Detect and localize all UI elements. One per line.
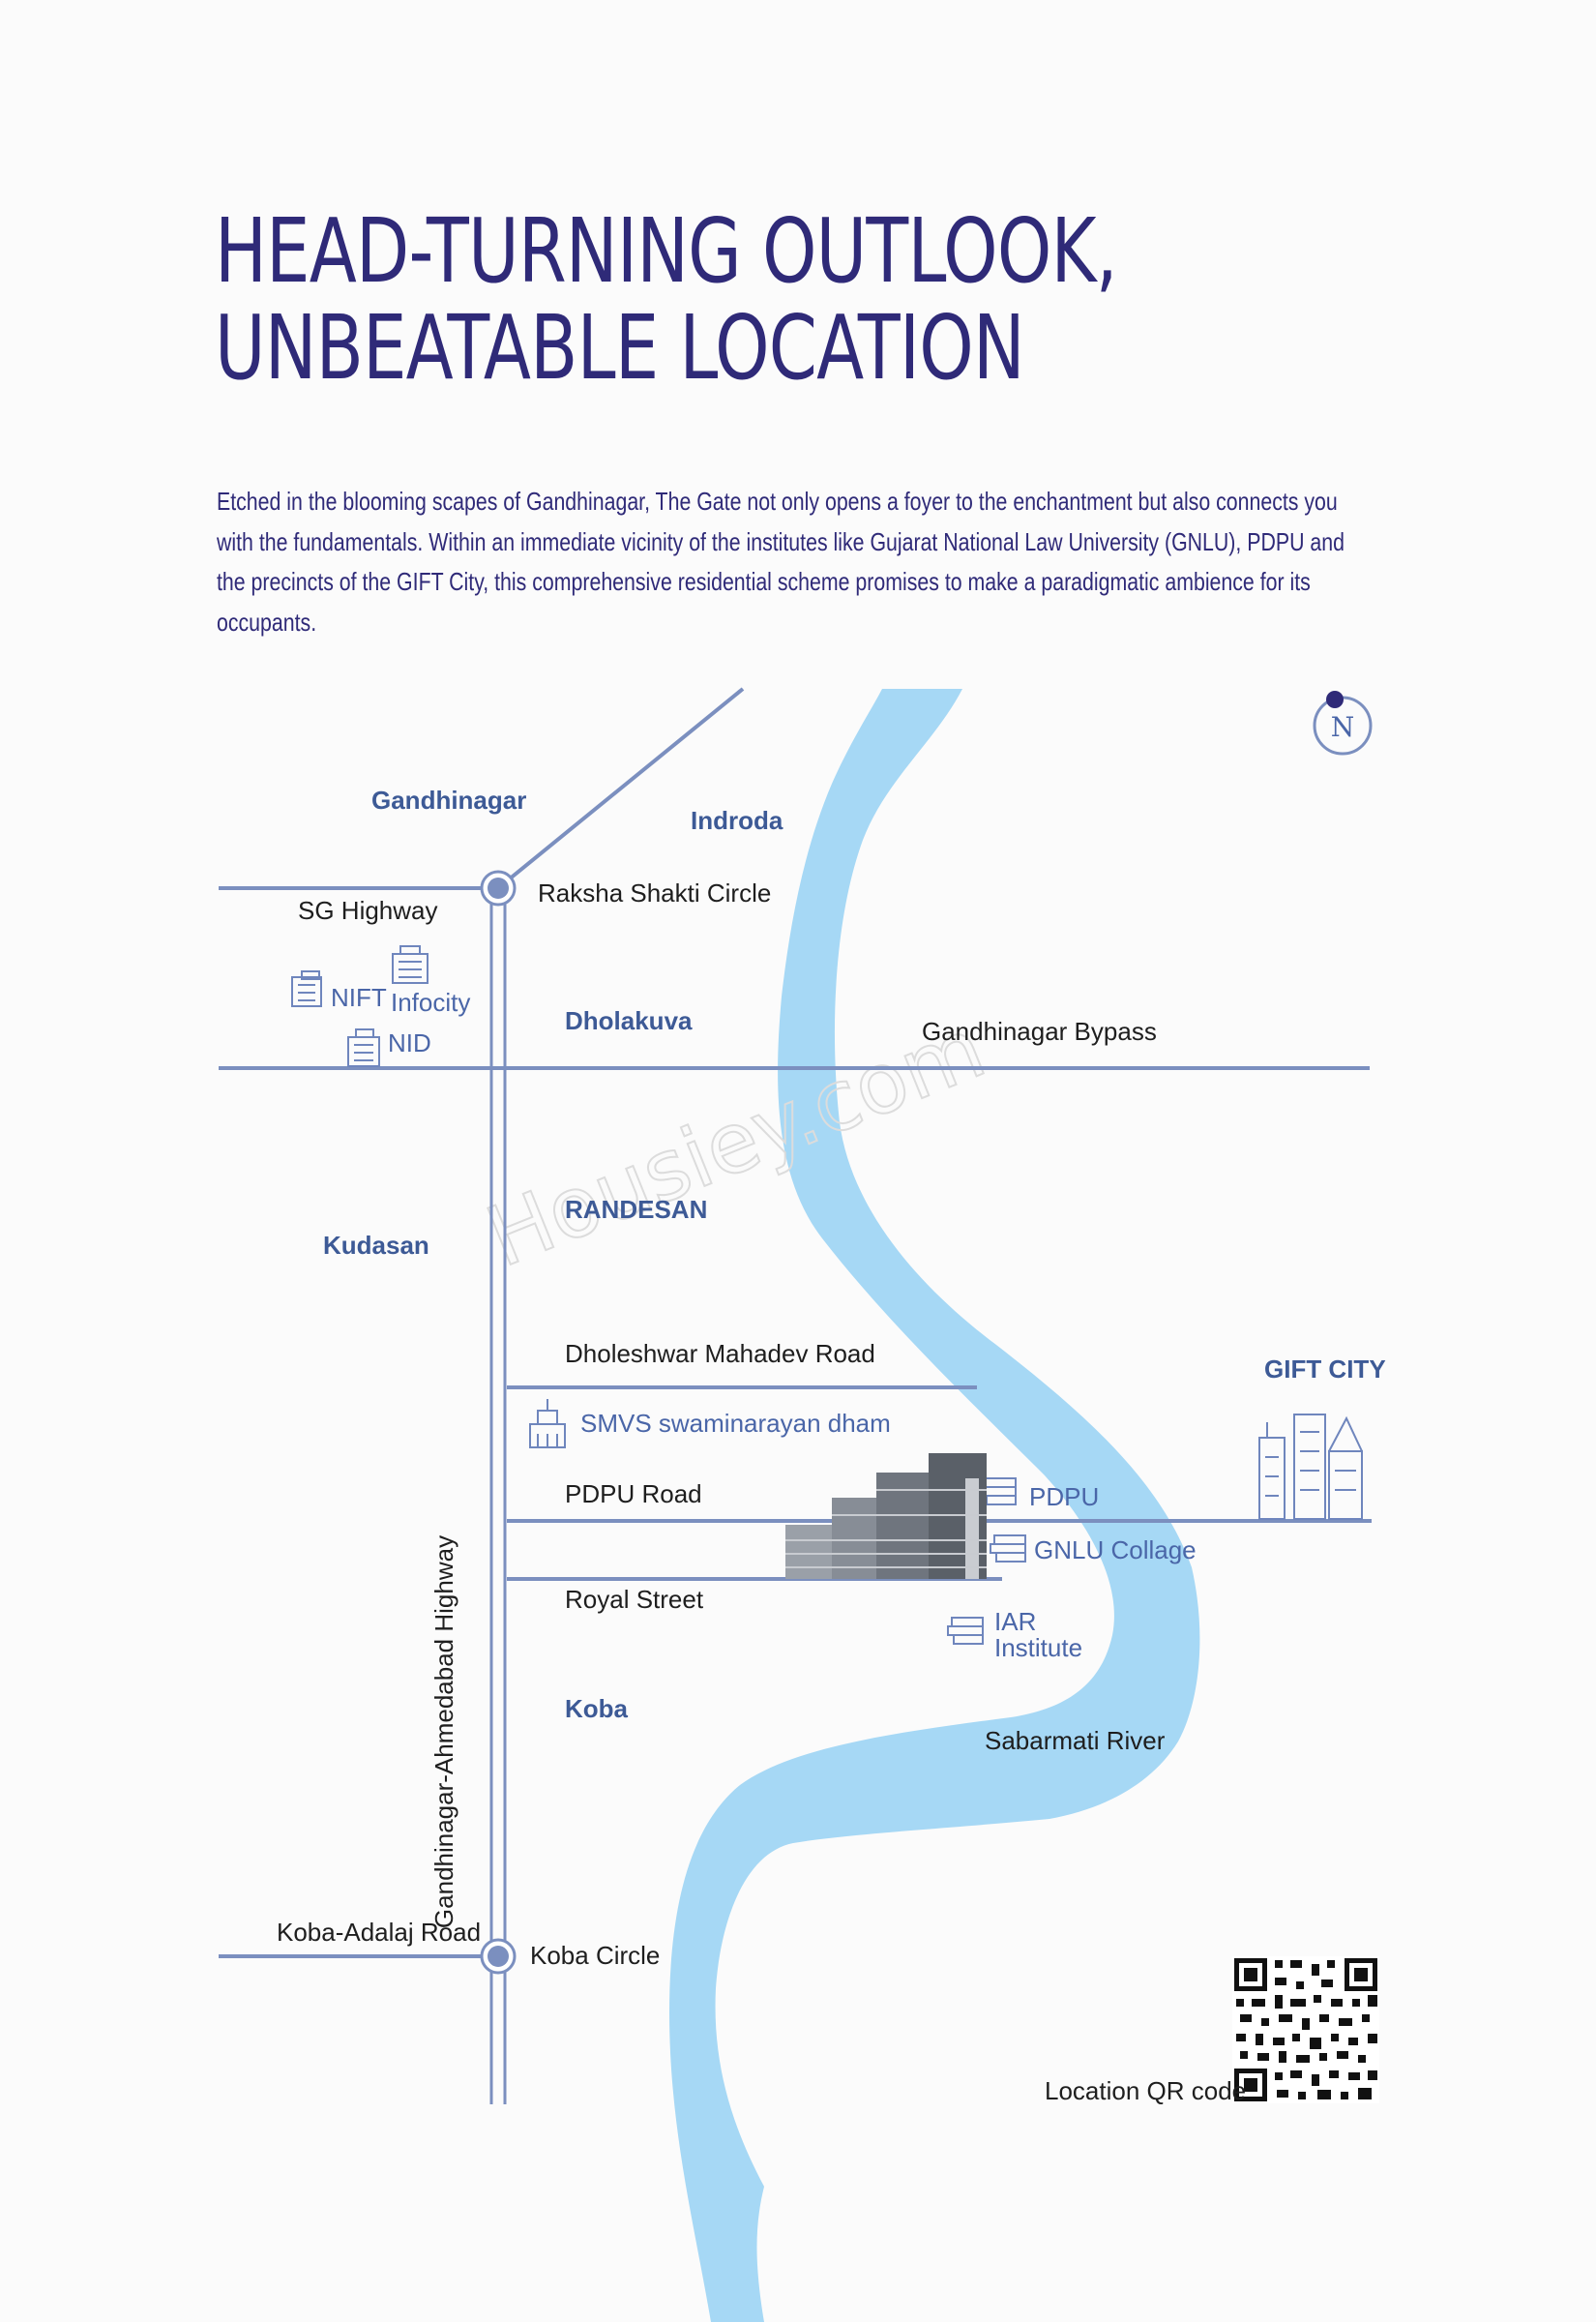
watermark: Housiey.com [474, 999, 997, 1286]
qr-code-icon [1232, 1956, 1379, 2103]
area-indroda: Indroda [691, 806, 783, 835]
label-gandhinagar-bypass: Gandhinagar Bypass [922, 1017, 1157, 1046]
intro-paragraph: Etched in the blooming scapes of Gandhin… [217, 487, 1345, 637]
sabarmati-river [669, 689, 1200, 2322]
skyscrapers-icon [1258, 1414, 1363, 1520]
stacked-books-icon [990, 1534, 1026, 1563]
stacked-books-icon [947, 1617, 984, 1645]
residential-towers-icon [785, 1453, 987, 1579]
northeast-road-line [496, 687, 745, 890]
landmark-nid: NID [388, 1028, 431, 1057]
koba-circle-marker [480, 1938, 517, 1975]
label-koba-circle: Koba Circle [530, 1941, 660, 1970]
landmark-iar-line-2: Institute [994, 1633, 1082, 1662]
raksha-shakti-circle-marker [480, 870, 517, 907]
landmark-pdpu: PDPU [1029, 1482, 1099, 1511]
office-building-icon [291, 970, 322, 1007]
area-koba: Koba [565, 1694, 629, 1723]
landmark-infocity: Infocity [391, 988, 470, 1017]
area-gift-city: GIFT CITY [1264, 1354, 1386, 1384]
compass-letter: N [1331, 711, 1355, 743]
label-raksha-shakti-circle: Raksha Shakti Circle [538, 878, 771, 908]
landmark-iar-line-1: IAR [994, 1607, 1036, 1636]
area-randesan: RANDESAN [565, 1195, 707, 1224]
label-dholeshwar-mahadev-road: Dholeshwar Mahadev Road [565, 1339, 875, 1368]
compass-icon: N [1313, 691, 1373, 756]
qr-caption: Location QR code [1045, 2076, 1246, 2105]
area-gandhinagar: Gandhinagar [371, 786, 526, 815]
title-line-2: UNBEATABLE LOCATION [215, 296, 1025, 400]
label-sg-highway: SG Highway [298, 896, 438, 925]
label-koba-adalaj-road: Koba-Adalaj Road [277, 1918, 481, 1947]
office-building-icon [392, 945, 429, 984]
title-line-1: HEAD-TURNING OUTLOOK, [215, 199, 1118, 303]
label-sabarmati-river: Sabarmati River [985, 1726, 1166, 1755]
area-kudasan: Kudasan [323, 1231, 429, 1260]
area-dholakuva: Dholakuva [565, 1006, 693, 1035]
landmark-gnlu: GNLU Collage [1034, 1535, 1197, 1564]
landmark-nift: NIFT [331, 983, 387, 1012]
landmark-smvs: SMVS swaminarayan dham [580, 1409, 891, 1438]
label-pdpu-road: PDPU Road [565, 1479, 702, 1508]
label-gandhinagar-ahmedabad-highway: Gandhinagar-Ahmedabad Highway [429, 1535, 458, 1928]
label-royal-street: Royal Street [565, 1585, 704, 1614]
office-building-icon [347, 1028, 380, 1067]
page-title: HEAD-TURNING OUTLOOK, UNBEATABLE LOCATIO… [215, 199, 1118, 400]
temple-icon [529, 1399, 566, 1448]
highway-double-line [489, 888, 507, 2104]
